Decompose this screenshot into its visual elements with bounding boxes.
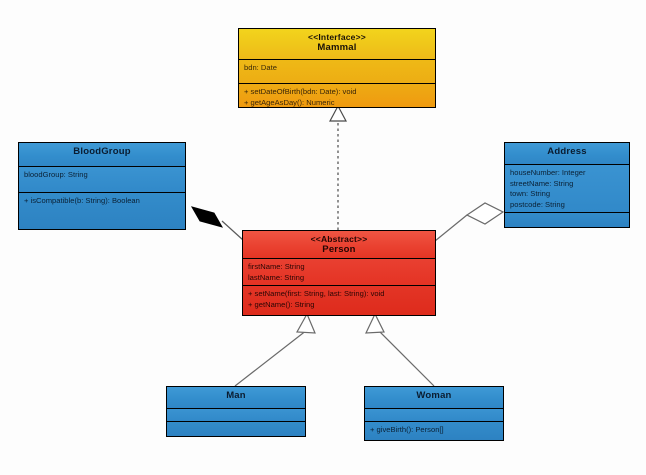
class-person-attributes: firstName: String lastName: String — [243, 258, 435, 285]
class-woman[interactable]: Woman + giveBirth(): Person[] — [364, 386, 504, 441]
edge-person-realizes-mammal — [329, 104, 347, 230]
class-woman-attributes — [365, 408, 503, 421]
attribute-row: town: String — [510, 189, 551, 198]
class-mammal-stereotype: <<Interface>> — [308, 32, 366, 42]
class-man-header: Man — [167, 387, 305, 408]
attribute-row: bdn: Date — [244, 63, 277, 72]
class-address-operations — [505, 212, 629, 227]
class-bloodgroup[interactable]: BloodGroup bloodGroup: String + isCompat… — [18, 142, 186, 230]
operation-row: + giveBirth(): Person[] — [370, 425, 444, 434]
attribute-row: houseNumber: Integer — [510, 168, 586, 177]
class-man-name: Man — [226, 390, 246, 401]
class-mammal[interactable]: <<Interface>> Mammal bdn: Date + setDate… — [238, 28, 436, 108]
class-bloodgroup-operations: + isCompatible(b: String): Boolean — [19, 192, 185, 229]
edge-woman-generalization — [365, 312, 435, 387]
class-address-name: Address — [547, 146, 587, 157]
edge-address-aggregation — [434, 202, 505, 242]
class-man-attributes — [167, 408, 305, 421]
class-address-attributes: houseNumber: Integer streetName: String … — [505, 164, 629, 212]
class-mammal-attributes: bdn: Date — [239, 59, 435, 83]
class-person-operations: + setName(first: String, last: String): … — [243, 285, 435, 315]
class-bloodgroup-attributes: bloodGroup: String — [19, 166, 185, 192]
edge-man-generalization — [234, 312, 316, 387]
edge-bloodgroup-composition — [190, 206, 244, 241]
class-bloodgroup-name: BloodGroup — [73, 146, 131, 157]
class-person-name: Person — [322, 244, 356, 255]
class-mammal-header: <<Interface>> Mammal — [239, 29, 435, 59]
operation-row: + isCompatible(b: String): Boolean — [24, 196, 140, 205]
class-bloodgroup-header: BloodGroup — [19, 143, 185, 166]
operation-row: + setDateOfBirth(bdn: Date): void — [244, 87, 357, 96]
operation-row: + getAgeAsDay(): Numeric — [244, 97, 335, 107]
operation-row: + getName(): String — [248, 299, 315, 309]
attribute-row: lastName: String — [248, 272, 305, 282]
attribute-row: streetName: String — [510, 178, 574, 188]
class-woman-name: Woman — [416, 390, 452, 401]
class-man[interactable]: Man — [166, 386, 306, 437]
attribute-row: bloodGroup: String — [24, 170, 88, 179]
operation-row: + setName(first: String, last: String): … — [248, 289, 385, 298]
class-woman-operations: + giveBirth(): Person[] — [365, 421, 503, 440]
class-woman-header: Woman — [365, 387, 503, 408]
class-person-header: <<Abstract>> Person — [243, 231, 435, 258]
class-address[interactable]: Address houseNumber: Integer streetName:… — [504, 142, 630, 228]
class-mammal-operations: + setDateOfBirth(bdn: Date): void + getA… — [239, 83, 435, 107]
class-address-header: Address — [505, 143, 629, 164]
class-man-operations — [167, 421, 305, 436]
class-mammal-name: Mammal — [317, 42, 357, 53]
attribute-row: firstName: String — [248, 262, 305, 271]
class-person-stereotype: <<Abstract>> — [310, 234, 368, 244]
class-person[interactable]: <<Abstract>> Person firstName: String la… — [242, 230, 436, 316]
attribute-row: postcode: String — [510, 199, 565, 209]
